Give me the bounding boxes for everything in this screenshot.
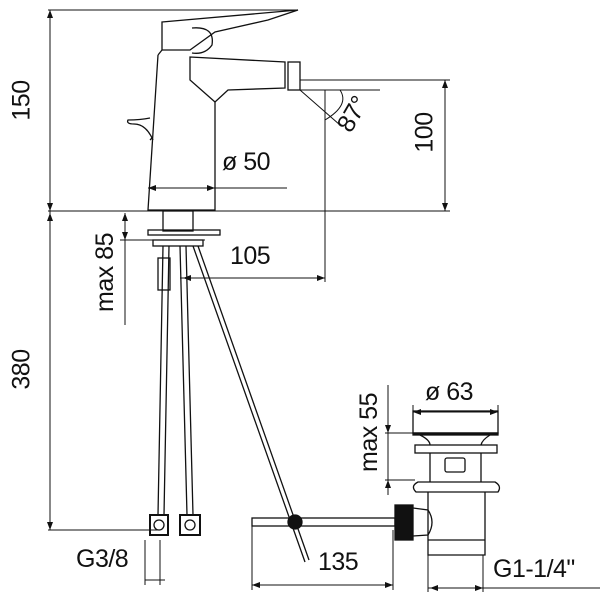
dimension-arrows: [47, 10, 498, 591]
pop-up-rod: [251, 504, 433, 541]
dimension-hose-thread: G3/8: [76, 545, 129, 573]
dimension-drain-thread: G1-1/4": [493, 555, 575, 583]
faucet-body: [126, 9, 301, 211]
dimension-drain-diameter: ø 63: [425, 378, 474, 406]
reference-lines: [48, 9, 450, 531]
dimension-drain-max: max 55: [354, 393, 383, 472]
dimension-lines: [120, 90, 600, 592]
dimension-spout-height: 100: [410, 112, 439, 153]
dimension-rod-length: 135: [318, 548, 359, 576]
dimension-body-diameter: ø 50: [222, 148, 271, 176]
dimension-hose-length: 380: [7, 349, 36, 390]
dimension-total-height: 150: [7, 80, 36, 121]
flexible-hoses: [149, 245, 310, 563]
mounting-fittings: [147, 210, 221, 291]
dimension-spout-reach: 105: [230, 242, 271, 270]
drain-waste: [412, 410, 501, 556]
dimension-max-deck: max 85: [90, 233, 119, 312]
angle-indicator: [299, 89, 380, 126]
